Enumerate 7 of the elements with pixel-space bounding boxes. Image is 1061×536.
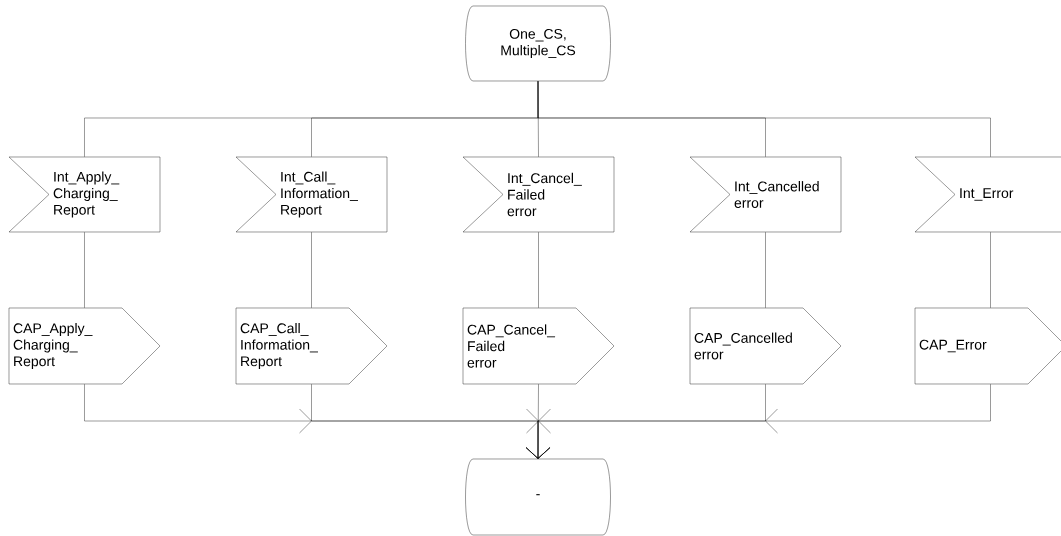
connector: [537, 81, 991, 157]
connector: [84, 232, 85, 308]
connector: [311, 232, 312, 308]
connector: [765, 232, 766, 308]
connector: [538, 232, 539, 308]
connector: [525, 384, 991, 459]
connector: [990, 232, 991, 308]
